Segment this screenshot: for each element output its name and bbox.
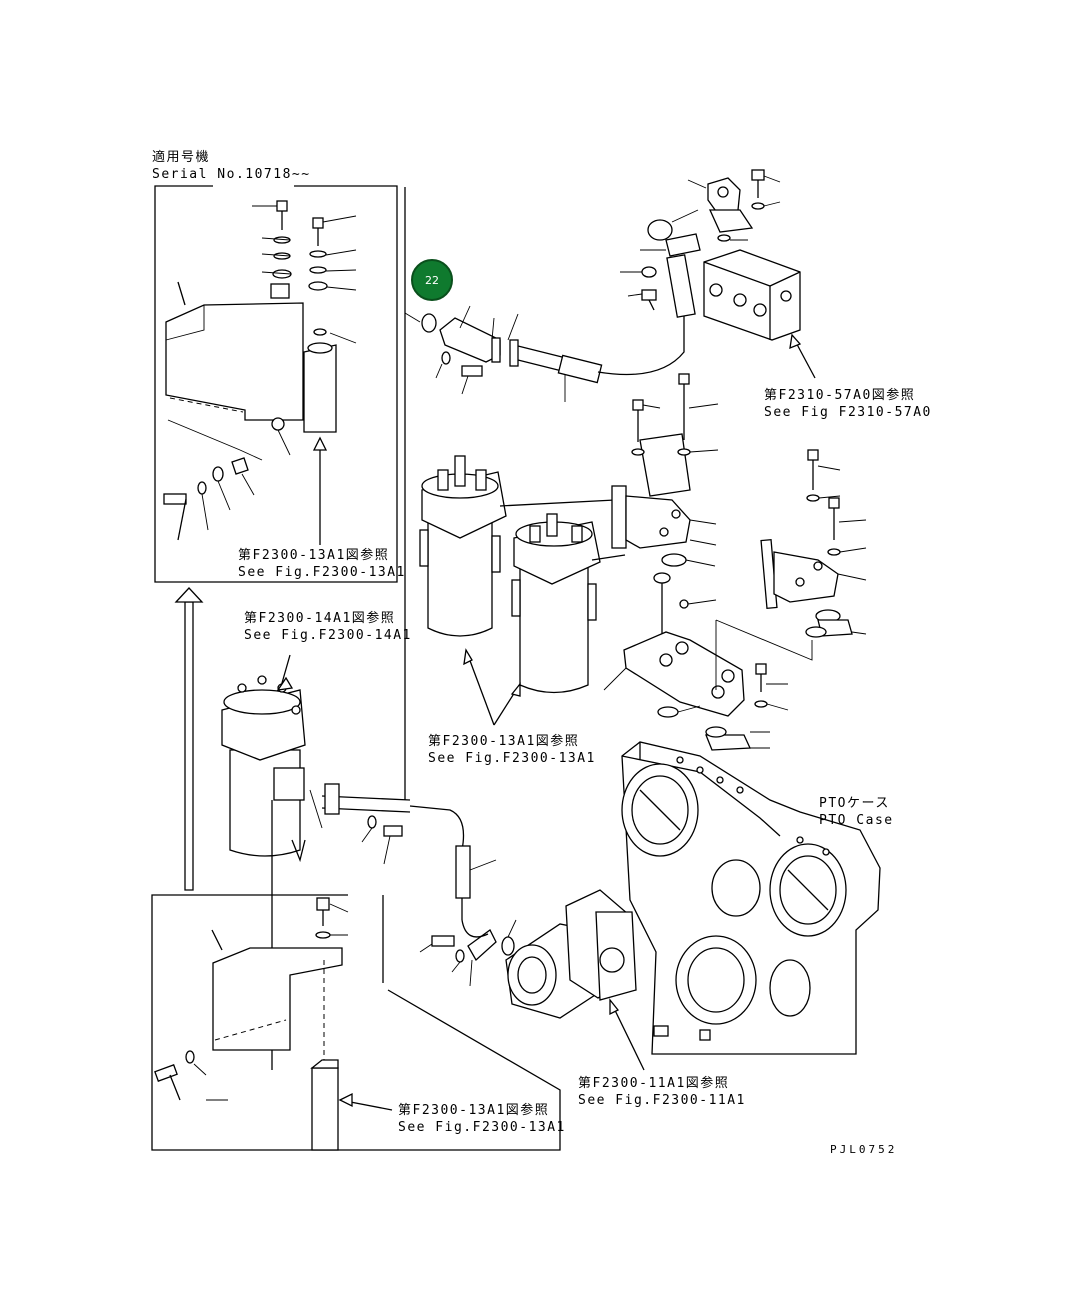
part-callout-22[interactable]: 22 bbox=[411, 259, 453, 301]
inset-frame-top bbox=[154, 185, 398, 583]
ref-f2300-14a1-en[interactable]: See Fig.F2300-14A1 bbox=[244, 628, 412, 643]
ref-f2310-57a0-jp[interactable]: 第F2310-57A0図参照 bbox=[764, 388, 916, 403]
drawing-code: PJL0752 bbox=[830, 1143, 898, 1156]
applicable-serial-jp: 適用号機 bbox=[152, 150, 211, 165]
ref-f2300-13a1-inset-jp[interactable]: 第F2300-13A1図参照 bbox=[238, 548, 390, 563]
ref-f2300-14a1-jp[interactable]: 第F2300-14A1図参照 bbox=[244, 611, 396, 626]
pipe-assembly-top bbox=[404, 169, 816, 402]
ref-f2310-57a0-en[interactable]: See Fig F2310-57A0 bbox=[764, 405, 932, 420]
ref-f2300-13a1-center-jp[interactable]: 第F2300-13A1図参照 bbox=[428, 734, 580, 749]
applicable-serial-en: Serial No.10718~~ bbox=[152, 167, 311, 182]
ref-f2300-13a1-bottom-jp[interactable]: 第F2300-13A1図参照 bbox=[398, 1103, 550, 1118]
right-brackets bbox=[603, 373, 867, 751]
pto-case-label-jp: PTOケース bbox=[819, 796, 890, 811]
inset-frame-bottom bbox=[151, 187, 561, 1151]
ref-f2300-11a1-jp[interactable]: 第F2300-11A1図参照 bbox=[578, 1076, 730, 1091]
pto-case-housing bbox=[621, 741, 881, 1055]
ref-f2300-13a1-center-en[interactable]: See Fig.F2300-13A1 bbox=[428, 751, 596, 766]
pto-case-label-en: PTO Case bbox=[819, 813, 894, 828]
twin-filters bbox=[419, 455, 626, 726]
hydraulic-pump bbox=[419, 889, 645, 1071]
ref-f2300-13a1-bottom-en[interactable]: See Fig.F2300-13A1 bbox=[398, 1120, 566, 1135]
ref-f2300-11a1-en[interactable]: See Fig.F2300-11A1 bbox=[578, 1093, 746, 1108]
upward-arrow bbox=[174, 587, 204, 891]
ref-f2300-13a1-inset-en[interactable]: See Fig.F2300-13A1 bbox=[238, 565, 406, 580]
